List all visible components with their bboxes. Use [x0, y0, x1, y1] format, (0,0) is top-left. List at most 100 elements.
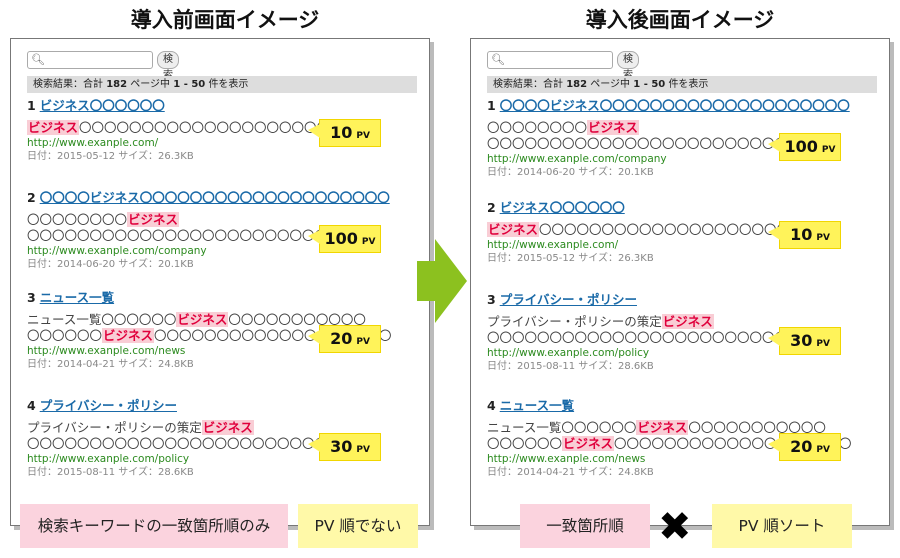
pv-badge-pointer — [768, 332, 780, 346]
right-search-button[interactable]: 検索 — [617, 51, 639, 81]
pv-unit: PV — [356, 131, 370, 141]
result-meta: 日付：2014-04-21 サイズ：24.8KB — [27, 359, 194, 370]
right-search-input[interactable]: 🔍︎ — [487, 51, 613, 69]
keyword-highlight: ビジネス — [487, 222, 540, 237]
keyword-highlight: ビジネス — [587, 120, 640, 135]
snippet-text: 〇〇〇〇〇〇〇〇〇〇〇〇〇〇〇〇〇〇〇〇〇〇 — [79, 120, 355, 135]
right-caption-pv-sort: PV 順ソート — [712, 504, 852, 548]
snippet-text: プライバシー・ポリシーの策定 — [27, 420, 202, 435]
pv-badge-pointer — [308, 124, 320, 138]
pv-unit: PV — [356, 445, 370, 455]
result-title-link[interactable]: プライバシー・ポリシー — [499, 292, 637, 307]
result-snippet-line: プライバシー・ポリシーの策定ビジネス — [487, 314, 825, 330]
result-number: 4 — [487, 398, 496, 413]
result-snippet-line: ニュース一覧〇〇〇〇〇〇ビジネス〇〇〇〇〇〇〇〇〇〇〇 — [27, 312, 392, 328]
left-panel: 🔍︎ 検索 検索結果：合計 182 ページ中 1 - 50 件を表示 1ビジネス… — [10, 38, 430, 526]
pv-unit: PV — [821, 145, 836, 155]
left-search-input[interactable]: 🔍︎ — [27, 51, 153, 69]
snippet-text: 〇〇〇〇〇〇 — [27, 328, 103, 343]
result-url[interactable]: http://www.exanple.com/news — [487, 453, 646, 465]
result-number: 3 — [27, 290, 36, 305]
pv-value: 10 — [330, 123, 353, 142]
result-snippet-line: ビジネス〇〇〇〇〇〇〇〇〇〇〇〇〇〇〇〇〇〇〇〇〇〇 — [27, 120, 354, 136]
right-summary-bar: 検索結果：合計 182 ページ中 1 - 50 件を表示 — [487, 76, 877, 93]
result-url[interactable]: http://www.exanple.com/policy — [27, 453, 190, 465]
result-url[interactable]: http://www.exanple.com/ — [27, 137, 159, 149]
result-title-link[interactable]: ニュース一覧 — [39, 290, 115, 305]
pv-value: 100 — [784, 137, 818, 156]
result-title-link[interactable]: 〇〇〇〇ビジネス〇〇〇〇〇〇〇〇〇〇〇〇〇〇〇〇〇〇〇〇 — [39, 190, 390, 205]
result-url[interactable]: http://www.exanple.com/policy — [487, 347, 650, 359]
pv-value: 20 — [790, 437, 813, 456]
pv-value: 30 — [330, 437, 353, 456]
snippet-text: 〇〇〇〇〇〇〇〇〇〇〇 — [688, 420, 826, 435]
right-panel: 🔍︎ 検索 検索結果：合計 182 ページ中 1 - 50 件を表示 1〇〇〇〇… — [470, 38, 890, 526]
result-title-link[interactable]: ニュース一覧 — [499, 398, 575, 413]
pv-unit: PV — [816, 445, 830, 455]
pv-value: 30 — [790, 331, 813, 350]
cross-icon: ✖︎ — [658, 504, 692, 550]
pv-badge-pointer — [768, 138, 780, 152]
result-title-link[interactable]: 〇〇〇〇ビジネス〇〇〇〇〇〇〇〇〇〇〇〇〇〇〇〇〇〇〇〇 — [499, 98, 850, 113]
result-title-link[interactable]: ビジネス〇〇〇〇〇〇 — [39, 98, 165, 113]
result-snippet-line: 〇〇〇〇〇〇〇〇〇〇〇〇〇〇〇〇〇〇〇〇〇〇〇〇〇〇〇 — [487, 136, 850, 152]
result-url[interactable]: http://www.exanple.com/ — [487, 239, 619, 251]
pv-badge-pointer — [308, 230, 320, 244]
left-search-button[interactable]: 検索 — [157, 51, 179, 81]
result-snippet-line: 〇〇〇〇〇〇〇〇ビジネス — [487, 120, 850, 136]
result-number: 1 — [487, 98, 496, 113]
result-url[interactable]: http://www.exanple.com/company — [27, 245, 207, 257]
right-arrow-icon — [417, 239, 467, 323]
result-number: 4 — [27, 398, 36, 413]
snippet-text: 〇〇〇〇〇〇〇〇 — [487, 120, 588, 135]
snippet-text: 〇〇〇〇〇〇〇〇〇〇〇〇〇〇〇〇〇〇〇〇〇〇〇〇〇〇〇 — [27, 436, 365, 451]
keyword-highlight: ビジネス — [562, 436, 615, 451]
result-snippet-line: プライバシー・ポリシーの策定ビジネス — [27, 420, 365, 436]
snippet-text: プライバシー・ポリシーの策定 — [487, 314, 662, 329]
pv-badge-pointer — [308, 438, 320, 452]
keyword-highlight: ビジネス — [127, 212, 180, 227]
right-heading: 導入後画面イメージ — [585, 8, 775, 32]
snippet-text: 〇〇〇〇〇〇 — [487, 436, 563, 451]
result-url[interactable]: http://www.exanple.com/company — [487, 153, 667, 165]
result-title-link[interactable]: ビジネス〇〇〇〇〇〇 — [499, 200, 625, 215]
magnifier-icon: 🔍︎ — [31, 53, 45, 66]
result-meta: 日付：2014-06-20 サイズ：20.1KB — [27, 259, 194, 270]
magnifier-icon: 🔍︎ — [491, 53, 505, 66]
keyword-highlight: ビジネス — [661, 314, 714, 329]
snippet-text: 〇〇〇〇〇〇〇〇〇〇〇〇〇〇〇〇〇〇〇〇〇〇〇〇〇〇〇 — [487, 330, 825, 345]
result-snippet-line: 〇〇〇〇〇〇〇〇〇〇〇〇〇〇〇〇〇〇〇〇〇〇〇〇〇〇〇 — [27, 436, 365, 452]
snippet-text: 〇〇〇〇〇〇〇〇〇〇〇 — [228, 312, 366, 327]
keyword-highlight: ビジネス — [176, 312, 229, 327]
snippet-text: 〇〇〇〇〇〇〇〇 — [27, 212, 128, 227]
pv-unit: PV — [816, 339, 830, 349]
result-title-link[interactable]: プライバシー・ポリシー — [39, 398, 177, 413]
pv-unit: PV — [816, 233, 830, 243]
result-number: 2 — [487, 200, 496, 215]
result-meta: 日付：2015-05-12 サイズ：26.3KB — [487, 253, 654, 264]
result-url[interactable]: http://www.exanple.com/news — [27, 345, 186, 357]
left-summary-bar: 検索結果：合計 182 ページ中 1 - 50 件を表示 — [27, 76, 417, 93]
result-meta: 日付：2014-04-21 サイズ：24.8KB — [487, 467, 654, 478]
left-caption-not-pv: PV 順でない — [298, 504, 418, 548]
pv-value: 20 — [330, 329, 353, 348]
